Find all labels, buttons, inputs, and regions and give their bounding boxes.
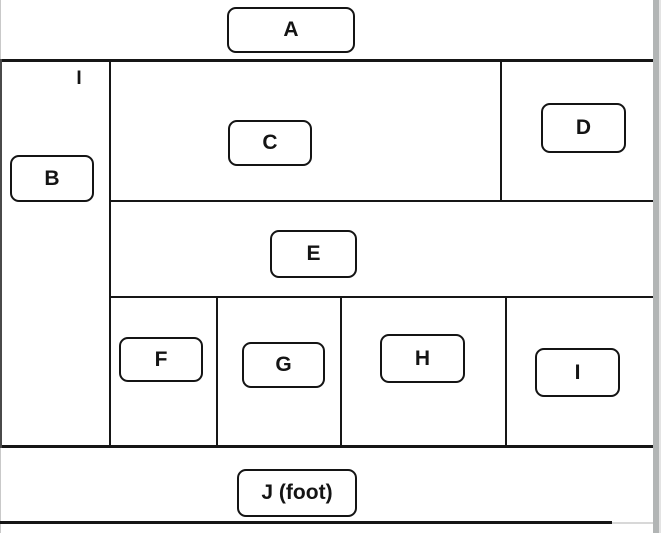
- box-c: C: [228, 120, 312, 166]
- grid-line-header-bottom: [0, 59, 653, 62]
- grid-line-h-i-divider: [505, 296, 507, 448]
- stray-letter-label: I: [76, 68, 82, 89]
- grid-line-row2-bottom: [110, 296, 653, 298]
- box-d: D: [541, 103, 626, 153]
- box-e: E: [270, 230, 357, 278]
- box-h: H: [380, 334, 465, 383]
- grid-line-sidebar-right: [109, 59, 111, 448]
- box-j: J (foot): [237, 469, 357, 517]
- box-i: I: [535, 348, 620, 397]
- box-b: B: [10, 155, 94, 202]
- grid-line-g-h-divider: [340, 296, 342, 448]
- grid-line-f-g-divider: [216, 296, 218, 448]
- grid-line-footer-bottom-faint: [612, 522, 653, 524]
- grid-line-c-d-divider: [500, 59, 502, 202]
- grid-line-footer-bottom: [0, 521, 612, 524]
- box-a: A: [227, 7, 355, 53]
- box-g: G: [242, 342, 325, 388]
- grid-line-footer-top: [0, 445, 653, 448]
- grid-line-left-border: [0, 59, 2, 448]
- window-right-edge: [653, 0, 661, 533]
- grid-line-row1-bottom: [110, 200, 653, 202]
- box-f: F: [119, 337, 203, 382]
